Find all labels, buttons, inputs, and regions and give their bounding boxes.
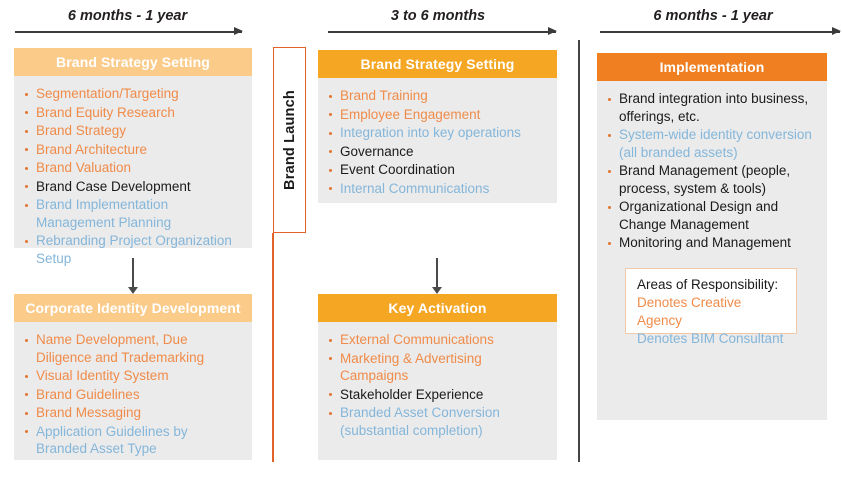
phase-2-box-2: Key Activation External Communications M… bbox=[318, 294, 557, 460]
list-item: Brand Messaging bbox=[24, 404, 242, 422]
arrow-shaft bbox=[132, 258, 134, 288]
arrow-head bbox=[234, 27, 243, 35]
list-item: Event Coordination bbox=[328, 161, 547, 179]
phase-3-box-1-title: Implementation bbox=[597, 53, 827, 81]
list-item: Name Development, Due Diligence and Trad… bbox=[24, 331, 242, 366]
phase-divider-line bbox=[578, 40, 580, 462]
bullet-list: Segmentation/Targeting Brand Equity Rese… bbox=[24, 85, 242, 267]
timeline-arrow-phase-1 bbox=[15, 27, 243, 36]
arrow-shaft bbox=[436, 258, 438, 288]
brand-launch-timeline-line bbox=[272, 233, 274, 462]
arrow-head bbox=[128, 287, 138, 294]
legend-areas-of-responsibility: Areas of Responsibility: Denotes Creativ… bbox=[625, 268, 797, 346]
bullet-list: Name Development, Due Diligence and Trad… bbox=[24, 331, 242, 458]
phase-2-box-1-body: Brand Training Employee Engagement Integ… bbox=[318, 78, 557, 208]
list-item: Rebranding Project Organization Setup bbox=[24, 232, 242, 267]
list-item: External Communications bbox=[328, 331, 547, 349]
bullet-list: External Communications Marketing & Adve… bbox=[328, 331, 547, 439]
phase-3-box-1-body: Brand integration into business, offerin… bbox=[597, 81, 827, 263]
list-item: Brand Strategy bbox=[24, 122, 242, 140]
bullet-list: Brand Training Employee Engagement Integ… bbox=[328, 87, 547, 197]
arrow-shaft bbox=[15, 31, 242, 33]
list-item: Brand Case Development bbox=[24, 178, 242, 196]
list-item: Branded Asset Conversion (substantial co… bbox=[328, 404, 547, 439]
list-item: Organizational Design and Change Managem… bbox=[607, 198, 817, 233]
brand-launch-marker: Brand Launch bbox=[273, 47, 306, 233]
arrow-head bbox=[832, 27, 841, 35]
list-item: Segmentation/Targeting bbox=[24, 85, 242, 103]
list-item: Internal Communications bbox=[328, 180, 547, 198]
phase-1-box-1-title: Brand Strategy Setting bbox=[14, 48, 252, 76]
phase-2-box-1: Brand Strategy Setting Brand Training Em… bbox=[318, 50, 557, 203]
arrow-head bbox=[548, 27, 557, 35]
legend-entry-creative-agency: Denotes Creative Agency bbox=[637, 295, 742, 328]
phase-1-box-1-body: Segmentation/Targeting Brand Equity Rese… bbox=[14, 76, 252, 278]
phase-1-box-2-body: Name Development, Due Diligence and Trad… bbox=[14, 322, 252, 469]
phase-1-box-2-title: Corporate Identity Development bbox=[14, 294, 252, 322]
phase-2-connector-arrow bbox=[432, 258, 442, 294]
list-item: Brand integration into business, offerin… bbox=[607, 90, 817, 125]
phase-2-box-2-title: Key Activation bbox=[318, 294, 557, 322]
timeline-label-phase-2: 3 to 6 months bbox=[390, 8, 486, 24]
brand-launch-label: Brand Launch bbox=[281, 90, 298, 190]
list-item: Brand Valuation bbox=[24, 159, 242, 177]
phase-1-box-2: Corporate Identity Development Name Deve… bbox=[14, 294, 252, 460]
list-item: Brand Training bbox=[328, 87, 547, 105]
arrow-shaft bbox=[600, 31, 840, 33]
legend-title: Areas of Responsibility: bbox=[637, 277, 779, 292]
list-item: Brand Equity Research bbox=[24, 104, 242, 122]
list-item: Monitoring and Management bbox=[607, 234, 817, 252]
timeline-arrow-phase-3 bbox=[600, 27, 841, 36]
list-item: Integration into key operations bbox=[328, 124, 547, 142]
list-item: Brand Implementation Management Planning bbox=[24, 196, 242, 231]
list-item: System-wide identity conversion (all bra… bbox=[607, 126, 817, 161]
bullet-list: Brand integration into business, offerin… bbox=[607, 90, 817, 252]
list-item: Visual Identity System bbox=[24, 367, 242, 385]
timeline-label-phase-3: 6 months - 1 year bbox=[653, 8, 773, 24]
phase-2-box-1-title: Brand Strategy Setting bbox=[318, 50, 557, 78]
phase-3-box-1: Implementation Brand integration into bu… bbox=[597, 53, 827, 420]
list-item: Marketing & Advertising Campaigns bbox=[328, 350, 547, 385]
list-item: Brand Guidelines bbox=[24, 386, 242, 404]
list-item: Stakeholder Experience bbox=[328, 386, 547, 404]
list-item: Governance bbox=[328, 143, 547, 161]
arrow-shaft bbox=[328, 31, 556, 33]
list-item: Brand Management (people, process, syste… bbox=[607, 162, 817, 197]
arrow-head bbox=[432, 287, 442, 294]
timeline-label-phase-1: 6 months - 1 year bbox=[67, 8, 188, 24]
phase-1-connector-arrow bbox=[128, 258, 138, 294]
timeline-arrow-phase-2 bbox=[328, 27, 557, 36]
phase-2-box-2-body: External Communications Marketing & Adve… bbox=[318, 322, 557, 450]
phase-1-box-1: Brand Strategy Setting Segmentation/Targ… bbox=[14, 48, 252, 266]
list-item: Application Guidelines by Branded Asset … bbox=[24, 423, 242, 458]
legend-entry-bim-consultant: Denotes BIM Consultant bbox=[637, 331, 784, 346]
list-item: Employee Engagement bbox=[328, 106, 547, 124]
list-item: Brand Architecture bbox=[24, 141, 242, 159]
